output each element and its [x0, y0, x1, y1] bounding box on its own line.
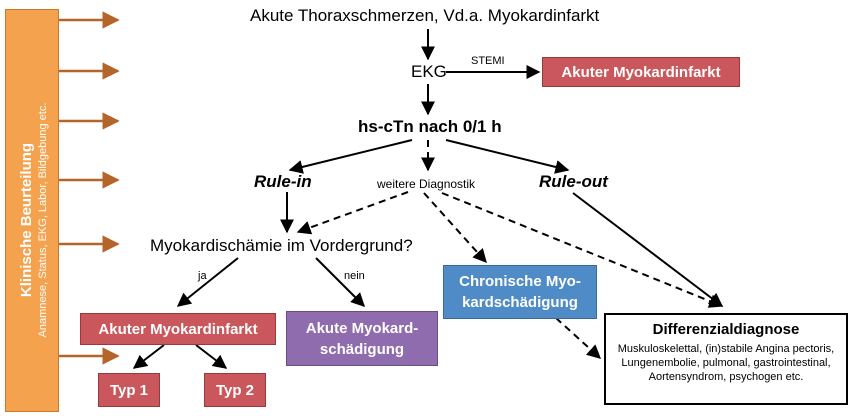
- chronic-line-1: Chronische Myo-: [459, 273, 581, 290]
- ami-box: Akuter Myokardinfarkt: [80, 313, 276, 345]
- yes-label: ja: [198, 270, 207, 282]
- acute-damage-line-1: Akute Myokard-: [305, 319, 419, 337]
- dashed-weitere-to-diff: [441, 192, 724, 308]
- differential-diagnosis-title: Differenzialdiagnose: [652, 321, 800, 338]
- arrow-ami-to-typ2: [195, 344, 228, 369]
- type-1-label: Typ 1: [109, 381, 149, 399]
- start-node: Akute Thoraxschmerzen, Vd.a. Myokardinfa…: [250, 6, 600, 25]
- stemi-ami-box: Akuter Myokardinfarkt: [542, 57, 740, 87]
- chronic-myocardial-damage-box: Chronische Myo- kardschädigung: [443, 265, 597, 319]
- dashed-chronic-to-diff: [555, 317, 602, 359]
- arrow-hsctn-to-rulein: [288, 139, 413, 174]
- arrow-ruleout-to-diff: [572, 192, 724, 307]
- chronic-line-2: kardschädigung: [462, 294, 578, 311]
- differential-line-2: Lungenembolie, pulmonal, gastrointestina…: [621, 357, 831, 369]
- type-1-box: Typ 1: [98, 373, 160, 407]
- acute-myocardial-damage-box: Akute Myokard- schädigung: [286, 311, 438, 366]
- sidebar-subtitle: Anamnese, Status, EKG, Labor, Bildgebung…: [37, 102, 49, 338]
- stemi-ami-label: Akuter Myokardinfarkt: [561, 63, 721, 81]
- type-2-label: Typ 2: [215, 381, 255, 399]
- differential-line-3: Aortensyndrom, psychogen etc.: [648, 371, 804, 383]
- dashed-weitere-to-ischemia: [296, 191, 409, 235]
- further-diagnostics-node: weitere Diagnostik: [377, 177, 476, 191]
- arrow-hsctn-to-ruleout: [445, 139, 570, 174]
- dashed-weitere-to-chronic: [423, 192, 487, 264]
- arrow-nein: [315, 257, 365, 307]
- differential-line-1: Muskuloskelettal, (in)stabile Angina pec…: [617, 343, 835, 355]
- clinical-assessment-sidebar: Klinische Beurteilung Anamnese, Status, …: [5, 9, 59, 412]
- sidebar-title: Klinische Beurteilung: [18, 142, 35, 298]
- type-2-box: Typ 2: [204, 373, 266, 407]
- arrow-ami-to-typ1: [132, 344, 165, 369]
- sidebar-text: Klinische Beurteilung Anamnese, Status, …: [18, 103, 50, 338]
- arrow-ja: [176, 257, 239, 307]
- ischemia-question: Myokardischämie im Vordergrund?: [150, 236, 413, 255]
- ekg-node: EKG: [411, 62, 447, 81]
- acute-damage-line-2: schädigung: [319, 340, 405, 358]
- stemi-label: STEMI: [471, 55, 505, 67]
- no-label: nein: [344, 270, 365, 282]
- hs-ctn-node: hs-cTn nach 0/1 h: [358, 117, 502, 136]
- ami-label: Akuter Myokardinfarkt: [98, 320, 258, 338]
- differential-diagnosis-box: Differenzialdiagnose Muskuloskelettal, (…: [604, 313, 848, 405]
- rule-out-node: Rule-out: [539, 172, 608, 191]
- rule-in-node: Rule-in: [254, 172, 312, 191]
